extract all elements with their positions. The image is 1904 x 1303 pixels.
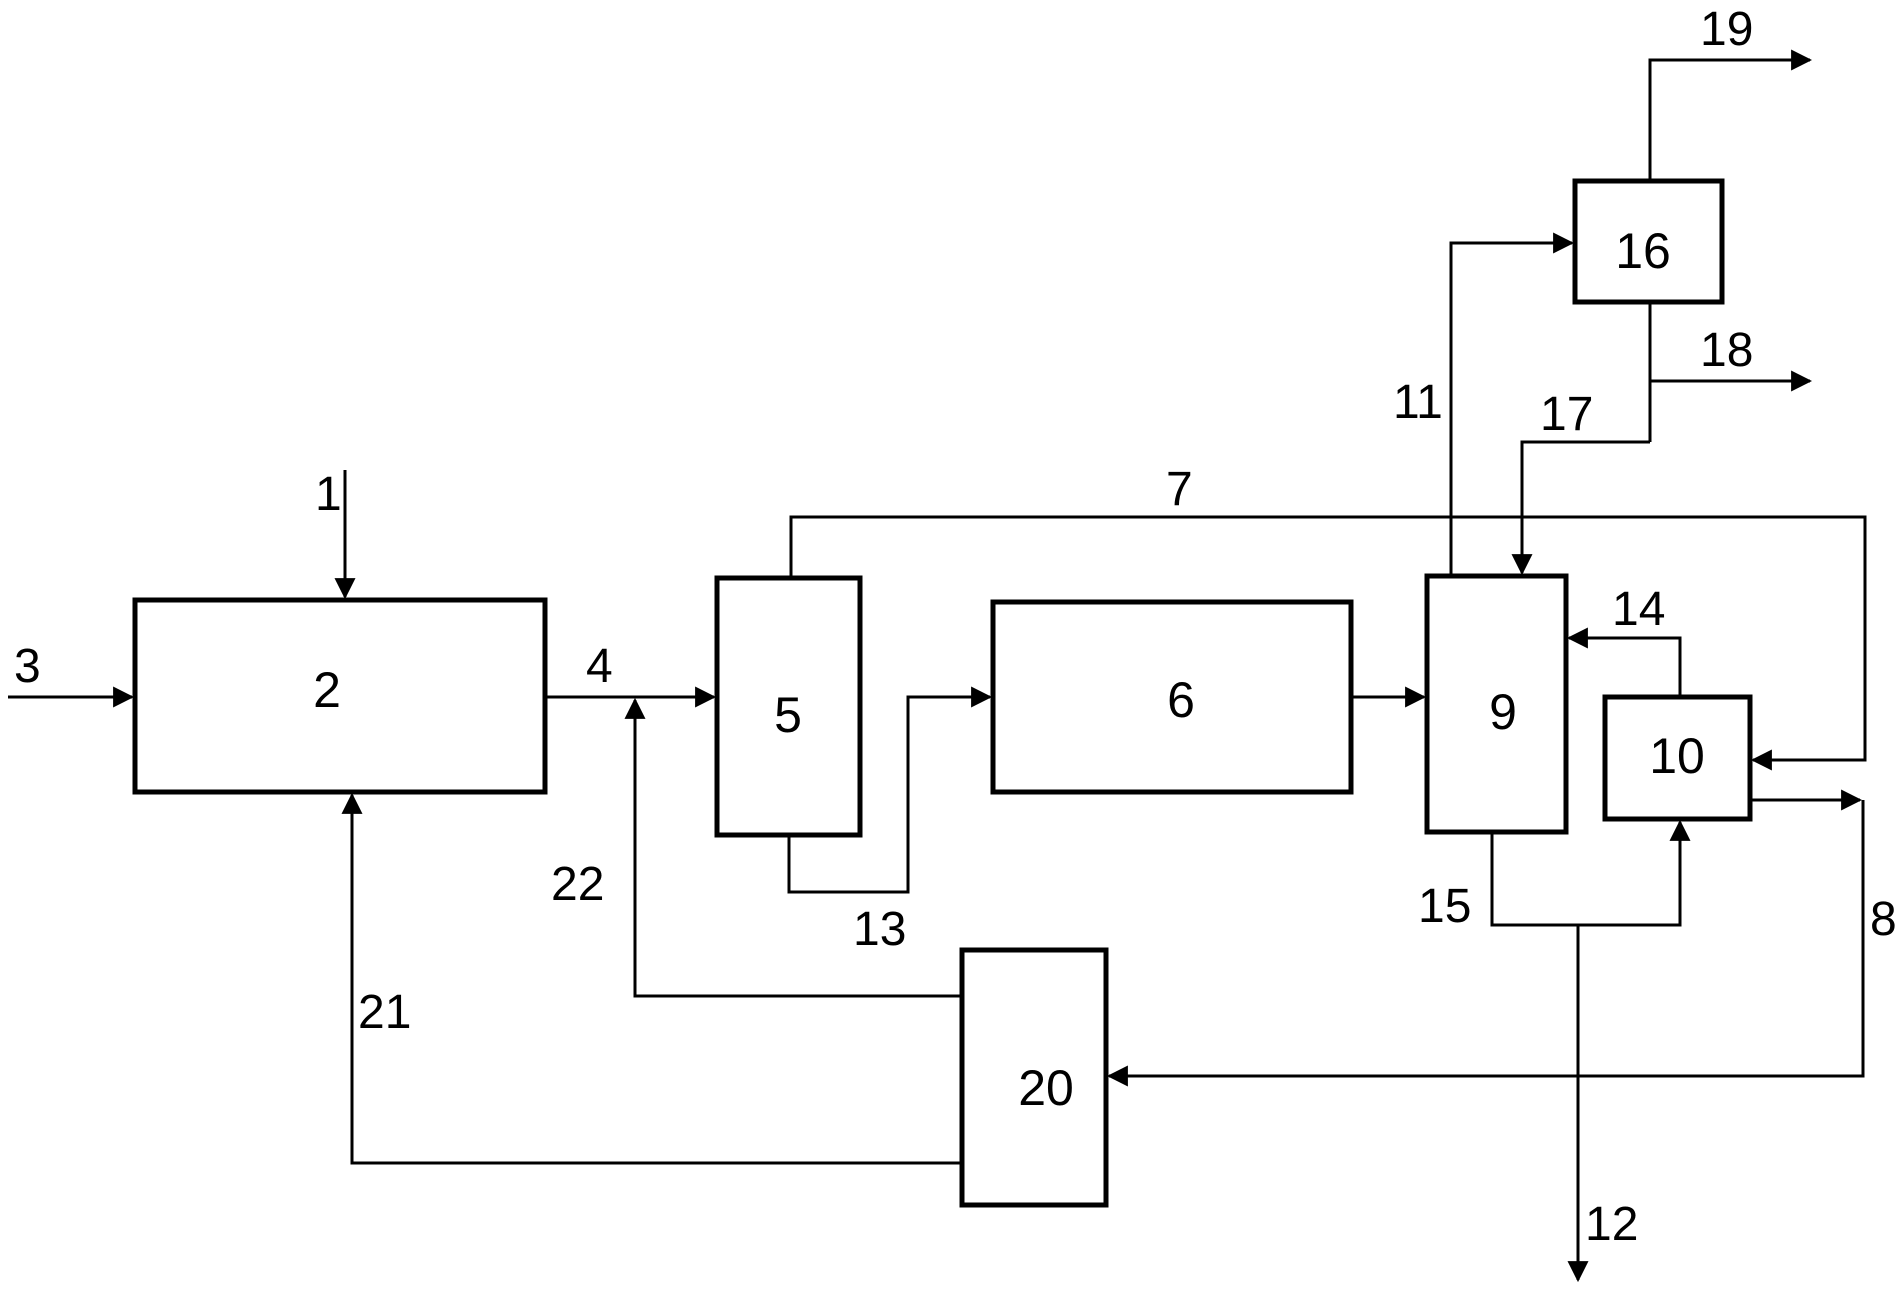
unit-16-label: 16 <box>1615 223 1671 279</box>
unit-10-box <box>1602 694 1753 822</box>
stream-3-label: 3 <box>14 640 41 693</box>
stream-14-line <box>1566 627 1682 697</box>
unit-9-label: 9 <box>1489 684 1517 740</box>
unit-10-label: 10 <box>1649 728 1705 784</box>
stream-19-label: 19 <box>1700 3 1753 56</box>
stream-4-label: 4 <box>586 640 613 693</box>
stream-15-line <box>1490 819 1691 927</box>
stream-15-label: 15 <box>1418 880 1471 933</box>
stream-11-line <box>1449 232 1575 576</box>
stream-22-label: 22 <box>551 858 604 911</box>
stream-21-line <box>341 792 962 1165</box>
unit-10: 10 <box>1602 694 1753 822</box>
stream-11-label: 11 <box>1393 376 1443 429</box>
unit-2: 2 <box>132 597 548 795</box>
unit-9-box <box>1424 573 1569 835</box>
stream-12-label: 12 <box>1585 1198 1638 1251</box>
stream-1-label: 1 <box>315 468 342 521</box>
stream-17-line <box>1511 440 1650 576</box>
stream-22-line <box>624 697 962 998</box>
stream-7-label: 7 <box>1166 463 1193 516</box>
unit-20-label: 20 <box>1018 1060 1074 1116</box>
unit-20-box <box>959 947 1109 1208</box>
stream-17-label: 17 <box>1540 388 1593 441</box>
stream-21-label: 21 <box>358 986 411 1039</box>
unit-6-box <box>990 599 1354 795</box>
stream-14-label: 14 <box>1612 583 1665 636</box>
unit-6-label: 6 <box>1167 672 1195 728</box>
stream-8-label: 8 <box>1870 893 1897 946</box>
stream-19-line <box>1648 49 1813 181</box>
unit-9: 9 <box>1424 573 1569 835</box>
unit-2-label: 2 <box>313 662 341 718</box>
stream-13-label: 13 <box>853 903 906 956</box>
unit-16: 16 <box>1572 178 1725 305</box>
unit-2-box <box>132 597 548 795</box>
unit-16-box <box>1572 178 1725 305</box>
unit-5-label: 5 <box>774 687 802 743</box>
unit-5-box <box>714 575 863 838</box>
stream-13-line <box>787 686 993 894</box>
stream-18-label: 18 <box>1700 324 1753 377</box>
unit-6: 6 <box>990 599 1354 795</box>
stream-7-line <box>789 515 1867 771</box>
unit-20: 20 <box>959 947 1109 1208</box>
unit-5: 5 <box>714 575 863 838</box>
stream-8-line <box>1106 800 1865 1087</box>
